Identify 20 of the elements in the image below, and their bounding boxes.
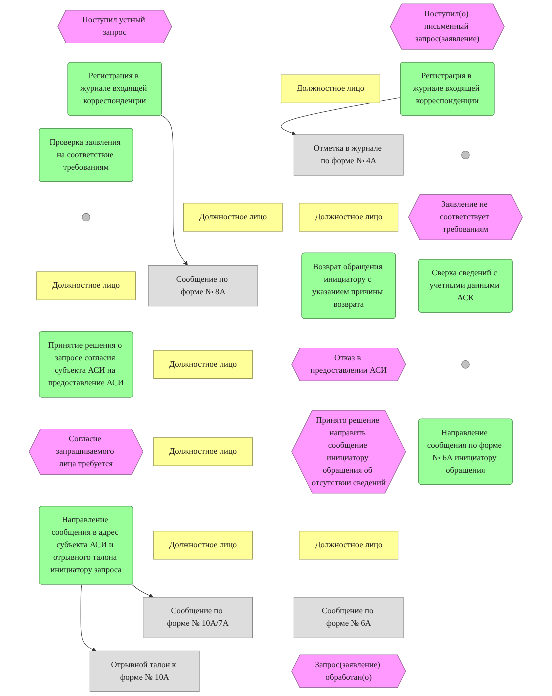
node-box: Сообщение по форме № 8А: [148, 265, 258, 307]
arrow: [80, 584, 97, 652]
node-box: Отрывной талон к форме № 10А: [90, 650, 200, 692]
node-box: Должностное лицо: [154, 350, 253, 379]
node-box: Сообщение по форме № 6А: [294, 597, 404, 638]
node-box: Должностное лицо: [281, 74, 380, 104]
node-circle: [462, 151, 470, 160]
node-box: Должностное лицо: [184, 203, 283, 232]
node-box: Должностное лицо: [299, 531, 399, 560]
node-box: Должностное лицо: [36, 272, 136, 300]
node-circle: [462, 360, 470, 369]
node-box: Сообщение по форме № 10А/7А: [143, 597, 254, 638]
arrow: [160, 115, 188, 266]
node-box: Отметка в журнале по форме № 4А: [294, 134, 404, 176]
node-box: Должностное лицо: [299, 203, 399, 232]
node-circle: [82, 213, 90, 222]
arrow: [132, 584, 154, 598]
arrow: [281, 98, 402, 136]
node-box: Должностное лицо: [154, 438, 253, 466]
node-box: Должностное лицо: [154, 531, 253, 560]
